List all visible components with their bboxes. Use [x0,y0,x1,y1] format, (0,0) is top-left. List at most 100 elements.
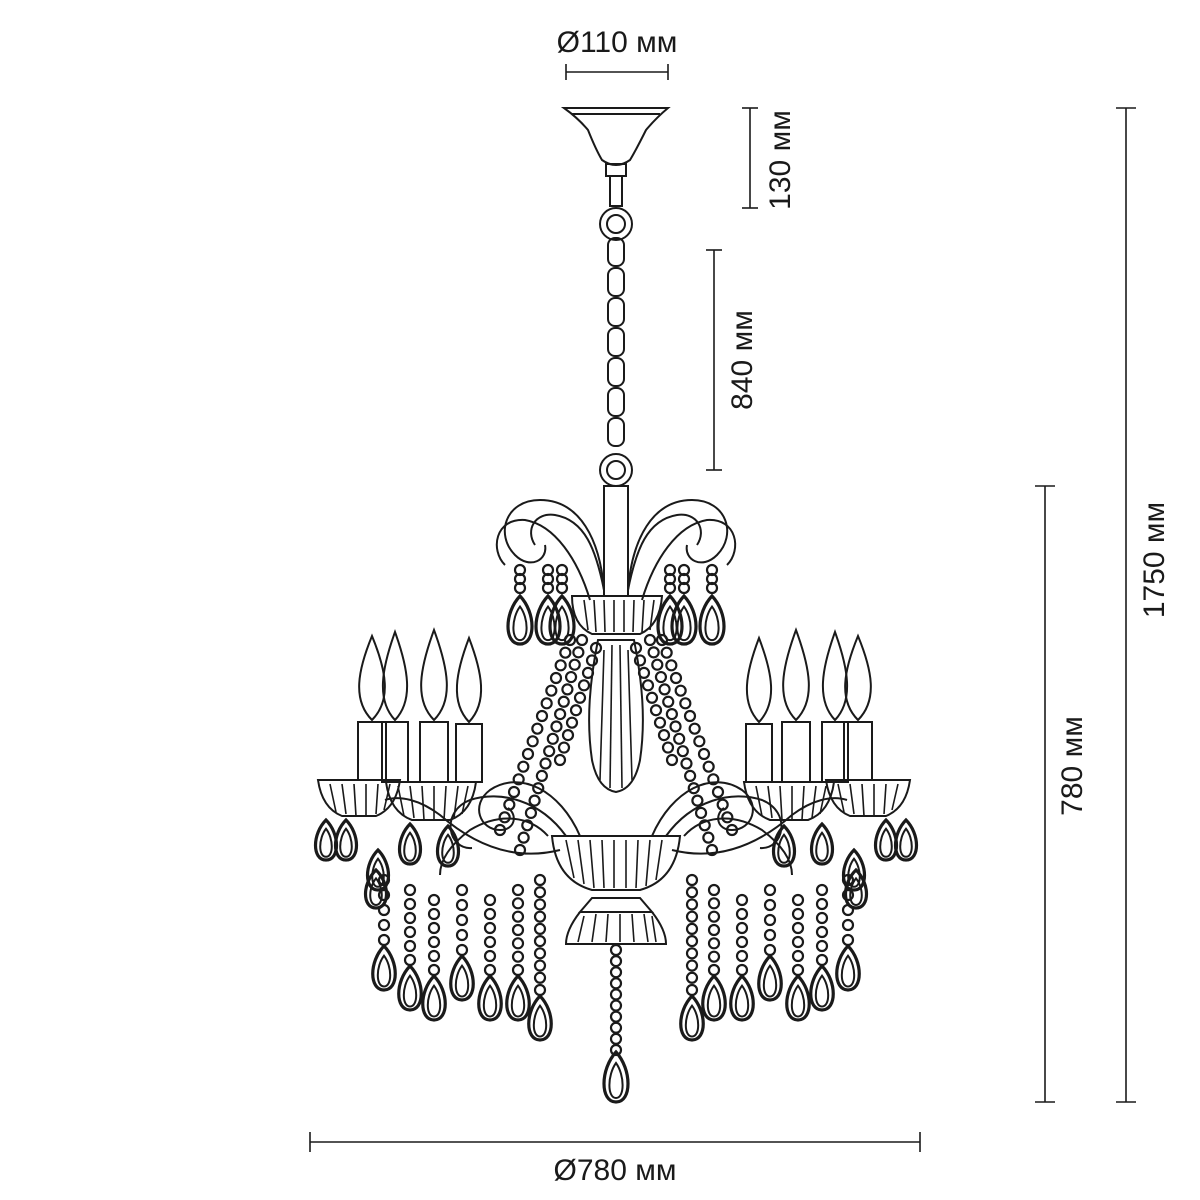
bead [521,747,535,761]
bead [735,963,749,977]
bead [575,633,589,647]
bead [705,581,719,595]
bead [661,741,675,754]
bead [377,933,391,947]
bead [763,883,777,897]
crystal-drop [397,821,423,866]
canopy [560,107,671,207]
bead [735,935,749,949]
bead [455,898,469,912]
pan-right-2 [824,779,912,817]
bead [841,933,855,947]
bead [815,911,829,925]
candle-left-2 [381,629,409,783]
crystal-drop [785,973,811,1022]
bead [483,949,497,963]
crystal-drop [602,1049,630,1104]
bead [568,658,581,671]
crystal-drop-inner [847,857,861,888]
bead [707,897,721,910]
bead [573,691,587,704]
crystal-drop [729,973,755,1022]
bead [651,658,664,671]
bead [543,745,556,758]
dimension-canopy-height: 130 мм [742,107,797,210]
bead [554,708,567,721]
bead [483,893,497,907]
bead [791,893,805,907]
crystal-drop [363,867,389,910]
crystal-drops [313,593,919,1104]
crystal-drop-inner [371,857,385,888]
bead [609,966,623,979]
bead [707,963,721,977]
bead [565,716,579,729]
pan-left-2 [384,781,478,821]
bead [791,949,805,963]
crystal-drop-inner [510,984,526,1018]
bead [561,729,575,742]
bead [403,911,417,925]
crystal-drop [841,847,867,892]
upper-crown [495,485,737,635]
bead [511,950,525,963]
bead [555,581,569,595]
bead [511,923,525,937]
bead [684,769,697,782]
candle-right-2 [781,627,811,783]
bead [685,959,699,972]
bead [633,654,647,667]
crystal-drop [843,867,869,910]
bead [677,581,691,595]
bead [533,873,547,887]
bead [665,708,678,721]
bead [841,918,855,932]
crystal-drop-inner [512,604,528,642]
bead [674,684,687,697]
bead [483,935,497,949]
crystal-drop-inner [879,827,893,858]
bead [685,873,699,887]
bead [647,646,660,659]
bead [483,921,497,935]
bead [735,907,749,921]
bead [676,745,689,758]
bead [705,843,719,857]
crystal-drop-inner [319,827,333,858]
crystal-drop [506,593,534,646]
bead [679,697,692,710]
bead [735,949,749,963]
bead [539,757,552,770]
bead [533,910,547,923]
crystal-drop-inner [849,876,863,906]
body-height-label: 780 мм [1056,716,1089,816]
crystal-drop [477,973,503,1022]
bead [553,753,567,767]
crystal-drop-inner [441,833,455,864]
bead [533,886,547,899]
bead [403,939,417,953]
crystal-drop-inner [376,954,392,988]
bead [585,654,599,667]
bead [694,806,708,820]
bead [503,798,516,811]
bead [735,893,749,907]
crystal-drop [435,823,461,868]
crystal-drop [449,953,475,1002]
bead [377,918,391,932]
bead [763,898,777,912]
bead [687,782,700,795]
bead [533,935,547,948]
bead [691,794,704,807]
body-diameter-label: Ø780 мм [554,1154,677,1187]
bead [533,959,547,972]
crystal-drop [371,943,397,992]
bead [641,679,655,692]
bead [533,947,547,960]
bead [683,709,697,723]
bead [572,646,585,659]
crystal-drop-inner [608,1061,624,1100]
crystal-drop-inner [815,831,829,862]
bead [609,943,623,957]
